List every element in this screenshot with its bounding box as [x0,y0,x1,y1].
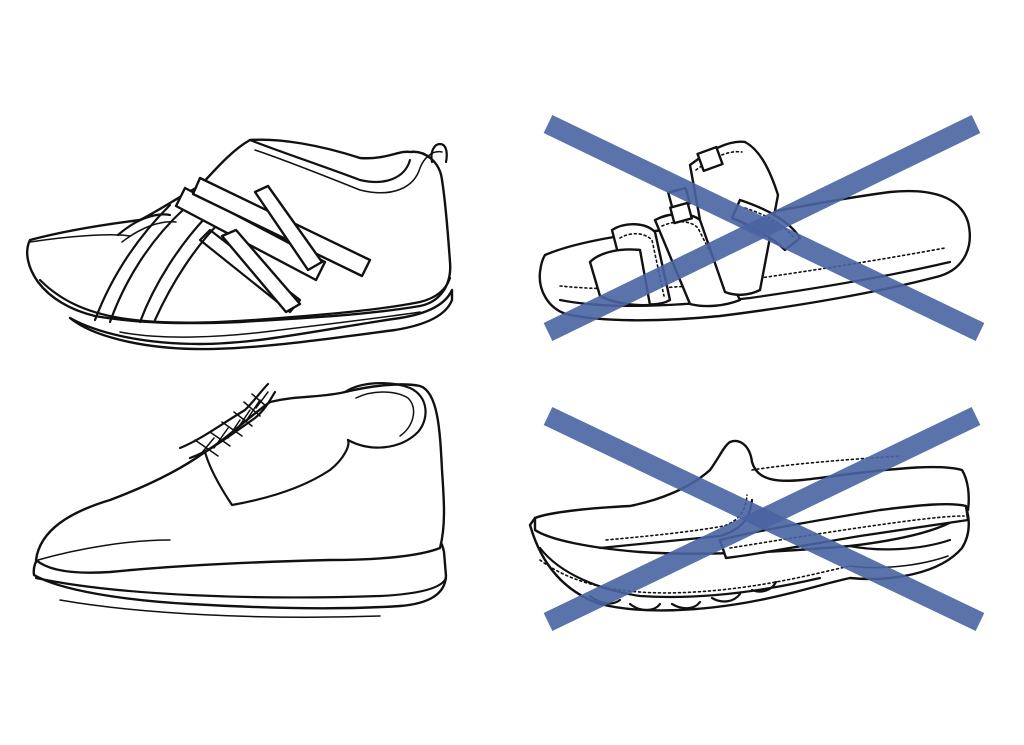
sneaker-icon [26,138,454,351]
not-recommended-cross-top [543,114,985,342]
not-recommended-cross-bottom [543,406,985,632]
derby-shoe-icon [32,381,448,618]
